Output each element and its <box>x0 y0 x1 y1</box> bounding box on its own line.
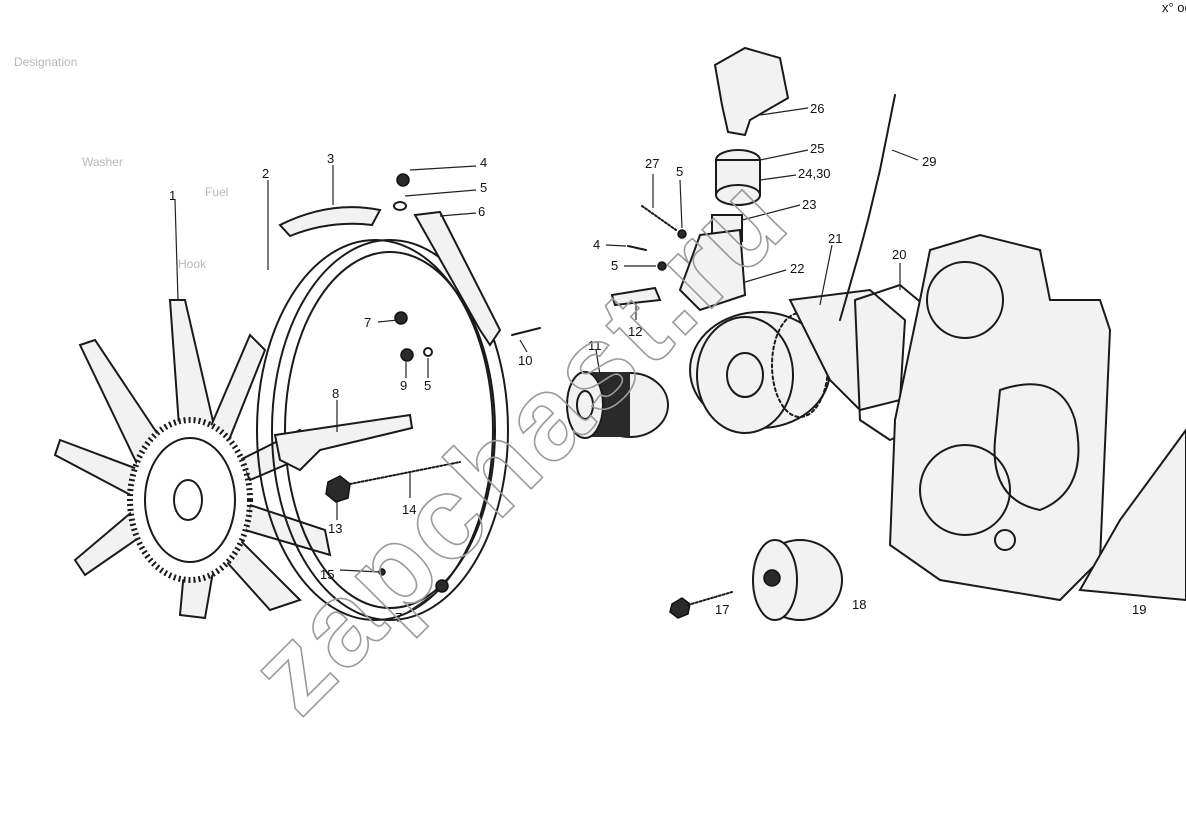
callout-5: 5 <box>480 180 487 195</box>
bg-text-hook: Hook <box>178 257 207 271</box>
callout-14: 14 <box>402 502 416 517</box>
callout-3: 3 <box>327 151 334 166</box>
callout-27: 27 <box>645 156 659 171</box>
callout-9: 9 <box>400 378 407 393</box>
callout-6: 6 <box>478 204 485 219</box>
callout-29: 29 <box>922 154 936 169</box>
spacer-hub <box>566 371 669 439</box>
callout-5-lower: 5 <box>611 258 618 273</box>
bg-text-washer: Washer <box>82 155 123 169</box>
timing-housing <box>888 233 1112 602</box>
nut <box>325 475 351 503</box>
tensioner-pulley <box>752 539 843 621</box>
callout-2: 2 <box>262 166 269 181</box>
callout-15: 15 <box>320 567 334 582</box>
callout-18: 18 <box>852 597 866 612</box>
callout-19: 19 <box>1132 602 1146 617</box>
callout-20: 20 <box>892 247 906 262</box>
water-pump-pulley <box>689 311 831 434</box>
callout-11: 11 <box>588 338 602 353</box>
callout-21: 21 <box>828 231 842 246</box>
fan-shroud <box>256 239 509 621</box>
support-bracket <box>273 413 414 472</box>
belt-segment <box>1078 428 1186 602</box>
callout-13: 13 <box>328 521 342 536</box>
bg-text-fuel: Fuel <box>205 185 228 199</box>
callout-22: 22 <box>790 261 804 276</box>
callout-23: 23 <box>802 197 816 212</box>
callout-labels: 1 2 3 4 5 6 7 9 5 10 8 11 13 14 15 7 26 … <box>169 101 1146 625</box>
callout-24-30: 24,30 <box>798 166 831 181</box>
tensioner-bolt <box>669 591 733 619</box>
callout-7-lower: 7 <box>395 610 402 625</box>
small-fasteners <box>378 173 541 593</box>
shroud-segment <box>278 206 382 238</box>
thermostat-fasteners <box>610 205 687 307</box>
thermostat-assembly <box>678 46 790 312</box>
callout-4: 4 <box>480 155 487 170</box>
callout-7: 7 <box>364 315 371 330</box>
callout-5-bolt: 5 <box>676 164 683 179</box>
callout-12: 12 <box>628 324 642 339</box>
bg-text-designation: Designation <box>14 55 77 69</box>
long-bolt <box>349 461 461 485</box>
breather-pipe <box>839 94 896 321</box>
callout-8: 8 <box>332 386 339 401</box>
callout-10: 10 <box>518 353 532 368</box>
background-text: Designation Washer Fuel Hook <box>14 55 228 271</box>
mounting-strap <box>413 210 502 347</box>
callout-4-lower: 4 <box>593 237 600 252</box>
callout-1: 1 <box>169 188 176 203</box>
callout-26: 26 <box>810 101 824 116</box>
callout-5-nut: 5 <box>424 378 431 393</box>
corner-mark: x° ooo <box>1162 0 1186 15</box>
callout-17: 17 <box>715 602 729 617</box>
leader-lines <box>174 107 919 615</box>
callout-25: 25 <box>810 141 824 156</box>
